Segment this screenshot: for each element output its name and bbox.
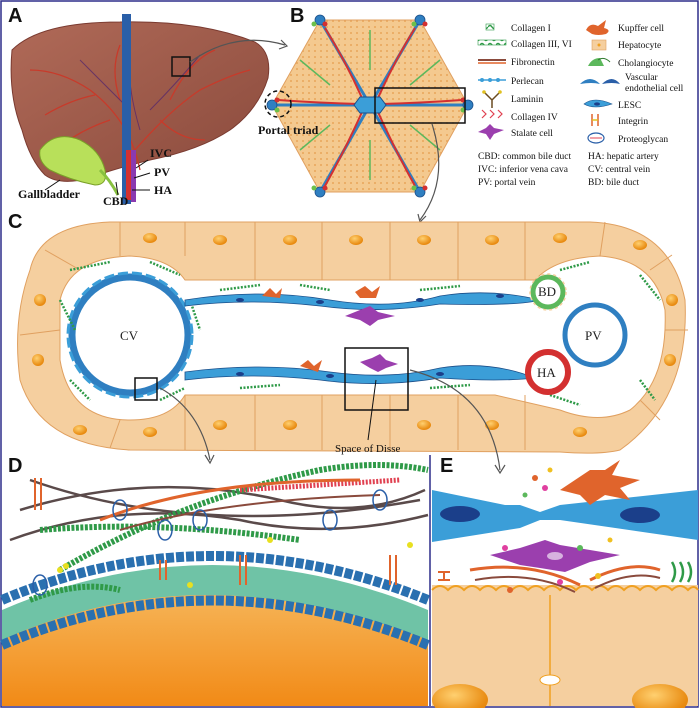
hepatocyte-nuclei (32, 233, 678, 437)
legend-item-proteoglycan: Proteoglycan (587, 132, 668, 145)
collagen-fibers-c (58, 260, 661, 407)
legend: Collagen I Collagen III, VI Fibronectin … (477, 20, 684, 188)
svg-text:Vascular: Vascular (625, 73, 659, 83)
stellate-cell-c (345, 306, 395, 326)
bile-duct: BD (529, 273, 567, 311)
legend-item-kupffer: Kupffer cell (586, 20, 664, 35)
label-space-of-disse: Space of Disse (335, 443, 400, 455)
svg-text:Collagen III, VI: Collagen III, VI (511, 40, 572, 50)
zoom-box-b (374, 87, 466, 124)
legend-item-collagen3: Collagen III, VI (477, 39, 572, 50)
svg-text:Proteoglycan: Proteoglycan (618, 135, 668, 145)
legend-item-integrin: Integrin (591, 114, 648, 127)
zoom-box-c1 (134, 377, 158, 401)
abbr-ha: HA: hepatic artery (588, 152, 659, 162)
legend-item-collagen1: Collagen I (485, 23, 551, 34)
legend-item-hepatocyte: Hepatocyte (591, 39, 661, 51)
abbr-pv: PV: portal vein (478, 178, 536, 188)
central-vein-b (353, 96, 387, 114)
panel-e: E (431, 455, 699, 708)
svg-text:Integrin: Integrin (618, 117, 648, 127)
svg-text:LESC: LESC (618, 101, 641, 111)
svg-text:Fibronectin: Fibronectin (511, 58, 555, 68)
label-cv: CV (120, 328, 139, 343)
panel-d: D (0, 455, 430, 706)
svg-text:Laminin: Laminin (511, 95, 543, 105)
svg-text:Collagen IV: Collagen IV (511, 113, 558, 123)
portal-vein: PV (562, 302, 628, 368)
abbr-cv: CV: central vein (588, 165, 650, 175)
proteoglycans-d (32, 489, 388, 596)
label-ha: HA (154, 183, 172, 197)
svg-text:Stalate cell: Stalate cell (511, 129, 553, 139)
zoom-box-c2 (344, 347, 409, 411)
legend-item-stellate: Stalate cell (478, 124, 553, 140)
legend-item-vascular-endothelial: Vascular endothelial cell (580, 73, 684, 94)
svg-text:Cholangiocyte: Cholangiocyte (618, 59, 673, 69)
hepatocyte-borders (19, 221, 688, 450)
ivc-vessel (122, 14, 131, 204)
label-ha-c: HA (537, 365, 556, 380)
portal-triad-circle (264, 90, 292, 118)
svg-text:Hepatocyte: Hepatocyte (618, 41, 661, 51)
integrins-d (34, 478, 397, 585)
legend-item-laminin: Laminin (482, 90, 543, 108)
svg-text:Kupffer cell: Kupffer cell (618, 23, 664, 34)
svg-text:Collagen I: Collagen I (511, 24, 551, 34)
central-vein: CV (66, 271, 194, 399)
legend-item-lesc: LESC (583, 99, 641, 111)
svg-text:endothelial cell: endothelial cell (625, 84, 684, 94)
panel-e-letter: E (440, 455, 453, 477)
panel-b-letter: B (290, 5, 304, 27)
signal-molecules (502, 467, 613, 593)
svg-text:Perlecan: Perlecan (511, 77, 544, 87)
panel-a-letter: A (8, 5, 22, 27)
gallbladder (39, 136, 106, 186)
hepatocyte-cytoplasm (2, 590, 428, 706)
zoom-box-a (171, 56, 191, 77)
hepatic-vessels (29, 44, 251, 171)
legend-item-fibronectin: Fibronectin (478, 58, 555, 68)
lsec-e (432, 490, 698, 542)
panel-c: C (8, 211, 688, 475)
hepatic-artery: HA (525, 349, 571, 395)
label-gallbladder: Gallbladder (18, 187, 81, 201)
abbr-cbd: CBD: common bile duct (478, 152, 572, 162)
kupffer-cell-c (262, 288, 282, 298)
legend-item-perlecan: Perlecan (478, 77, 544, 87)
panel-a: A IVC PV (8, 5, 289, 208)
panel-d-letter: D (8, 455, 22, 477)
panel-c-letter: C (8, 211, 22, 233)
label-pv: PV (154, 165, 170, 179)
abbr-bd: BD: bile duct (588, 178, 640, 188)
label-bd-c: BD (538, 284, 556, 299)
kupffer-cell-e (560, 460, 640, 505)
abbr-ivc: IVC: inferior vena cava (478, 164, 569, 175)
panel-b: B (258, 5, 474, 224)
label-portal-triad: Portal triad (258, 123, 319, 137)
legend-item-collagen4: Collagen IV (481, 109, 558, 123)
legend-item-cholangiocyte: Cholangiocyte (588, 57, 673, 69)
label-pv-c: PV (585, 328, 602, 343)
label-ivc: IVC (150, 146, 172, 160)
label-cbd: CBD (103, 194, 129, 208)
